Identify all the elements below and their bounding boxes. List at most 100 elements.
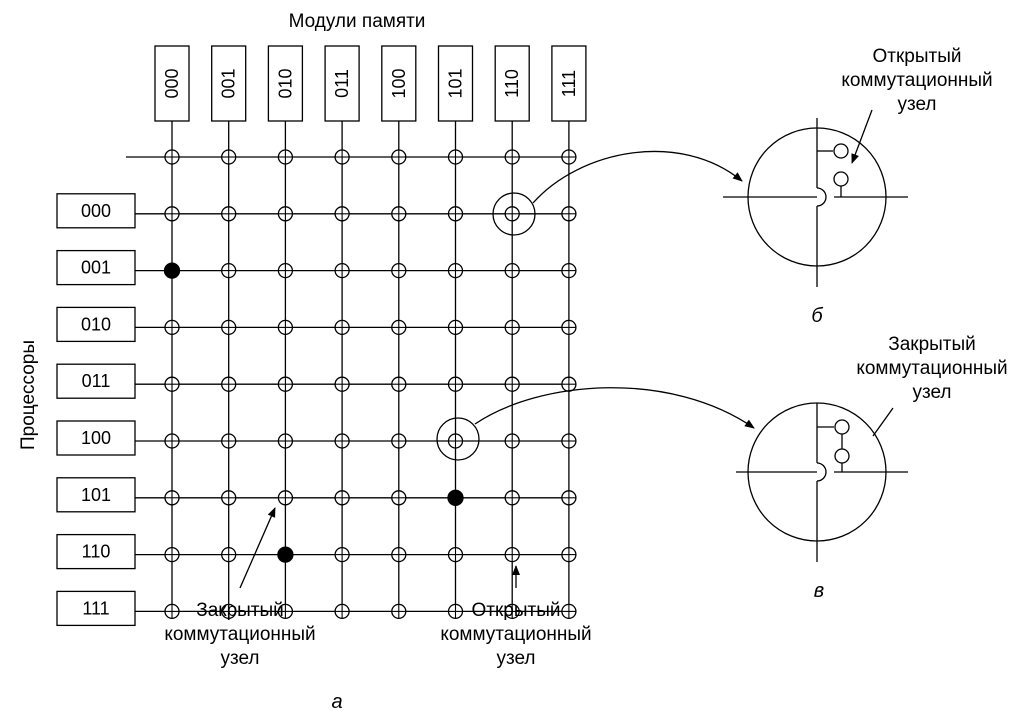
open-switch-node xyxy=(447,376,464,392)
memory-module-010: 010 xyxy=(267,45,304,122)
memory-module-001: 001 xyxy=(211,45,247,122)
open-switch-node xyxy=(391,433,407,449)
processor-111: 111 xyxy=(56,590,136,627)
detail-b-open-node xyxy=(723,109,908,287)
detail-b-title-line2: коммутационный xyxy=(841,70,992,91)
open-switch-node xyxy=(391,603,407,620)
open-switch-node xyxy=(277,490,294,506)
crosspoint-nodes xyxy=(163,149,577,620)
memory-module-label: 001 xyxy=(219,68,239,98)
open-switch-node xyxy=(504,149,520,165)
open-switch-node xyxy=(221,603,237,620)
memory-module-label: 101 xyxy=(446,68,466,98)
memory-module-111: 111 xyxy=(551,45,587,122)
open-switch-node xyxy=(334,490,350,506)
open-switch-node xyxy=(277,376,294,392)
open-switch-node xyxy=(561,376,577,392)
processor-boxes: 000 001 010 011 100 101 110 111 xyxy=(56,193,136,627)
processor-label: 011 xyxy=(82,371,111,391)
callout-open-line3: узел xyxy=(496,648,535,669)
open-switch-node xyxy=(277,319,294,336)
open-switch-node xyxy=(391,319,407,336)
arrow-to-detail-b xyxy=(532,150,743,204)
open-switch-node xyxy=(164,546,180,563)
closed-switch-node xyxy=(447,489,464,506)
memory-module-label: 111 xyxy=(559,70,579,97)
open-switch-node xyxy=(504,490,520,506)
open-switch-node xyxy=(561,603,577,620)
open-switch-node xyxy=(391,490,407,506)
open-switch-node xyxy=(391,262,407,279)
open-switch-node xyxy=(164,433,180,449)
open-switch-node xyxy=(334,546,350,563)
highlight-ring-closed-node xyxy=(436,417,480,461)
open-switch-node xyxy=(447,206,464,222)
detail-b-title-line3: узел xyxy=(897,94,936,115)
memory-modules-title: Модули памяти xyxy=(289,11,426,32)
callout-closed-line1: Закрытый xyxy=(196,600,284,621)
crossbar-grid-lines xyxy=(126,121,570,613)
open-switch-node xyxy=(164,319,180,336)
processor-100: 100 xyxy=(56,420,136,456)
callout-closed-line3: узел xyxy=(220,648,259,669)
open-switch-node xyxy=(334,262,350,279)
closed-switch-node xyxy=(277,546,294,563)
open-switch-node xyxy=(504,603,520,620)
open-switch-node xyxy=(334,319,350,336)
processor-001: 001 xyxy=(56,249,136,286)
open-switch-node xyxy=(561,490,577,506)
open-switch-node xyxy=(504,319,520,336)
memory-module-110: 110 xyxy=(494,45,530,122)
open-switch-node xyxy=(447,546,464,563)
open-switch-node xyxy=(221,433,237,449)
detail-v-closed-node xyxy=(736,402,908,562)
open-switch-node xyxy=(334,149,350,165)
open-switch-node xyxy=(504,206,520,222)
open-switch-node xyxy=(334,206,350,222)
processor-label: 010 xyxy=(81,314,111,334)
open-switch-node xyxy=(504,433,520,449)
highlight-ring-open-node xyxy=(492,192,536,236)
open-switch-node xyxy=(391,149,407,165)
open-switch-node xyxy=(221,206,237,222)
callout-arrow-closed xyxy=(239,507,276,589)
callout-open-line1: Открытый xyxy=(472,600,561,621)
open-switch-node xyxy=(221,546,237,563)
open-switch-node xyxy=(561,262,577,279)
open-switch-node xyxy=(164,603,180,620)
processor-label: 100 xyxy=(81,428,111,448)
open-switch-node xyxy=(221,490,237,506)
open-switch-node xyxy=(561,206,577,222)
open-switch-node xyxy=(164,149,180,165)
detail-v-title-line1: Закрытый xyxy=(888,334,976,355)
processor-label: 101 xyxy=(81,485,111,505)
open-switch-node xyxy=(561,319,577,336)
open-switch-node xyxy=(221,376,237,392)
open-switch-node xyxy=(561,433,577,449)
open-switch-node xyxy=(164,376,180,392)
memory-module-label: 110 xyxy=(502,69,522,98)
open-switch-node xyxy=(504,546,520,563)
processor-000: 000 xyxy=(56,193,136,229)
detail-v-title-line3: узел xyxy=(912,382,951,403)
open-switch-node xyxy=(561,149,577,165)
processor-label: 000 xyxy=(81,201,111,221)
open-switch-node xyxy=(334,603,350,620)
open-switch-node xyxy=(447,149,464,165)
label-a: а xyxy=(331,691,342,713)
memory-module-000: 000 xyxy=(154,45,190,122)
callout-open-line2: коммутационный xyxy=(440,624,591,645)
open-switch-node xyxy=(277,149,294,165)
open-switch-node xyxy=(164,490,180,506)
open-switch-node xyxy=(277,603,294,620)
open-switch-node xyxy=(447,319,464,336)
open-switch-node xyxy=(334,376,350,392)
processor-label: 111 xyxy=(82,598,109,618)
open-switch-node xyxy=(447,433,464,449)
open-switch-node xyxy=(504,376,520,392)
open-switch-node xyxy=(447,603,464,620)
processor-label: 110 xyxy=(82,542,111,562)
memory-module-101: 101 xyxy=(437,45,474,122)
